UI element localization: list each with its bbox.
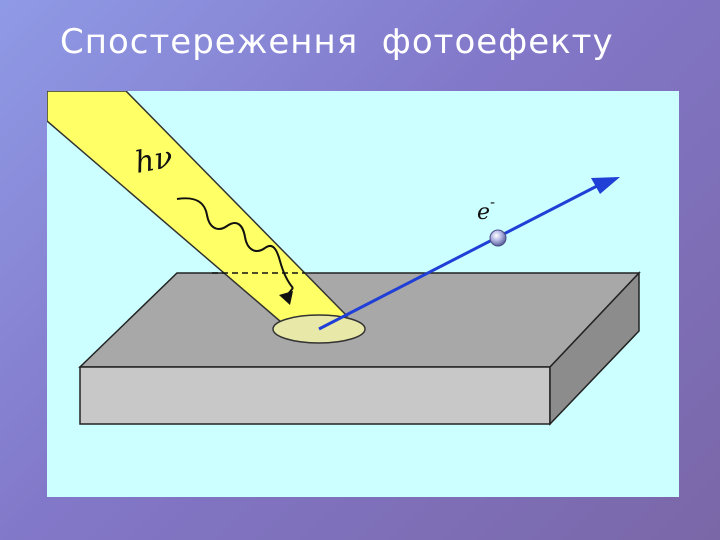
- slide-title: Спостереження фотоефекту: [60, 22, 614, 62]
- plate-side-face: [549, 271, 640, 426]
- photon-energy-label: hν: [132, 140, 175, 181]
- photon-wave-icon: [176, 197, 294, 305]
- diagram-canvas: hν e -: [47, 91, 641, 426]
- photoeffect-diagram: hν e -: [47, 91, 679, 497]
- plate-front-face: [79, 366, 551, 425]
- electron-label: e: [477, 200, 490, 225]
- electron-arrow-icon: [318, 177, 620, 331]
- electron-charge-label: -: [490, 195, 495, 211]
- plate-top-face: [78, 272, 641, 368]
- electron-icon: [489, 229, 507, 247]
- metal-plate: [78, 271, 641, 426]
